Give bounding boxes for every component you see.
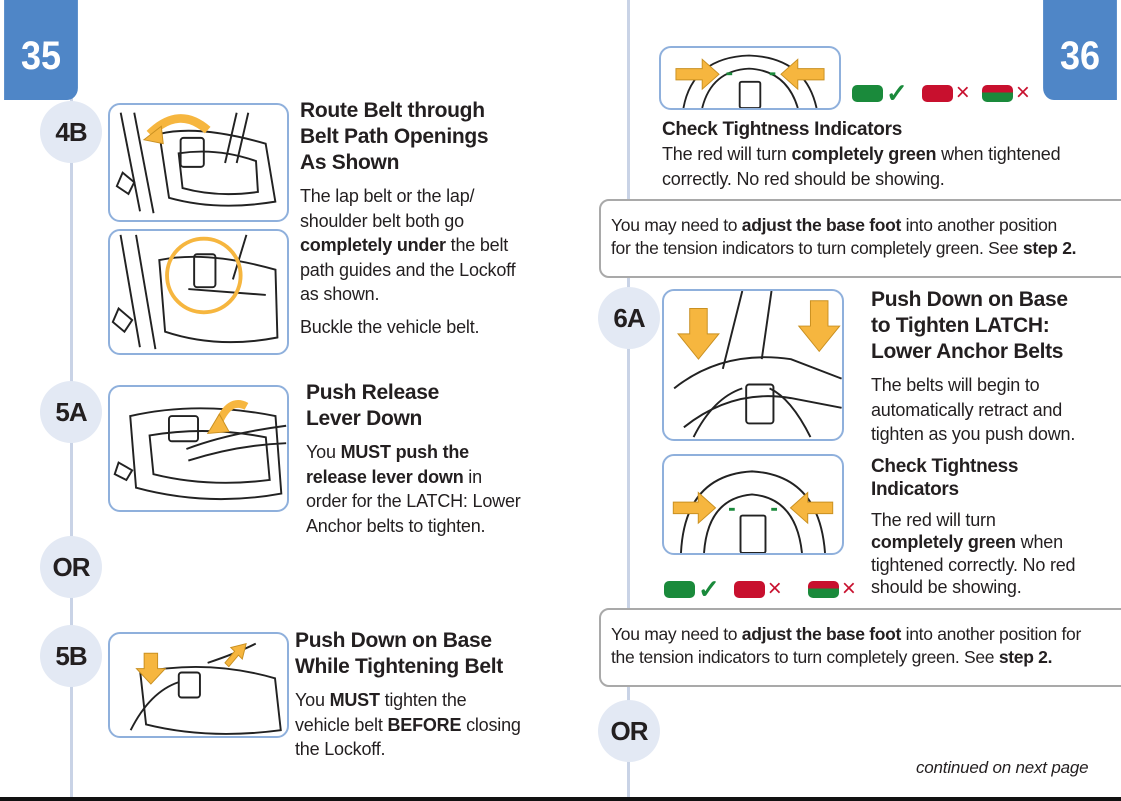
heading-line: Push Down on Base: [295, 629, 492, 652]
step-5a-text: Push Release Lever Down You MUST push th…: [306, 380, 526, 538]
step-badge-5b: 5B: [40, 625, 102, 687]
heading-line: to Tighten LATCH:: [871, 314, 1050, 337]
cross-icon: ×: [1015, 79, 1030, 106]
step-5b-heading: Push Down on Base While Tightening Belt: [295, 628, 525, 680]
right-timeline: [627, 0, 630, 801]
heading-line: While Tightening Belt: [295, 655, 503, 678]
illustration-tightness-indicators-6a: [662, 454, 844, 555]
cross-icon: ×: [841, 575, 856, 602]
step-badge-4b: 4B: [40, 101, 102, 163]
heading-line: Route Belt through: [300, 99, 485, 122]
heading-line: Lever Down: [306, 407, 423, 430]
indicator-legend-top: ✓ × ×: [852, 80, 1030, 106]
step-4b-text: Route Belt through Belt Path Openings As…: [300, 98, 525, 339]
note-text: You may need to adjust the base foot int…: [611, 624, 1082, 667]
indicator-legend-6a: ✓ × ×: [664, 576, 856, 602]
step-4b-heading: Route Belt through Belt Path Openings As…: [300, 98, 525, 176]
check-icon: ✓: [886, 78, 908, 108]
cross-icon: ×: [767, 575, 782, 602]
cross-icon: ×: [955, 79, 970, 106]
step-badge-6a: 6A: [598, 287, 660, 349]
step-6a-text: Push Down on Base to Tighten LATCH: Lowe…: [871, 287, 1101, 599]
step-6a-check-heading: Check Tightness Indicators: [871, 455, 1101, 501]
illustration-route-belt-bottom: [108, 229, 289, 355]
check-icon: ✓: [698, 574, 720, 604]
heading-line: As Shown: [300, 151, 400, 174]
step-5a-paragraph-1: You MUST push the release lever down in …: [306, 442, 521, 536]
page-number-right: 36: [1043, 0, 1117, 100]
illustration-push-down-base: [108, 632, 289, 738]
step-5a-heading: Push Release Lever Down: [306, 380, 526, 432]
base-foot-note-bottom: You may need to adjust the base foot int…: [599, 608, 1121, 687]
indicator-green-swatch: [852, 84, 883, 102]
check-indicators-heading: Check Tightness Indicators: [662, 119, 902, 140]
heading-line: Belt Path Openings: [300, 125, 489, 148]
indicator-partial-swatch: [981, 84, 1013, 102]
continued-footer: continued on next page: [916, 758, 1089, 777]
or-badge-left: OR: [40, 536, 102, 598]
indicator-red-swatch: [921, 84, 953, 102]
step-4b-paragraph-2: Buckle the vehicle belt.: [300, 316, 480, 337]
or-badge-right: OR: [598, 700, 660, 762]
step-4b-paragraph-1: The lap belt or the lap/ shoulder belt b…: [300, 186, 516, 304]
base-foot-note-top: You may need to adjust the base foot int…: [599, 199, 1121, 278]
step-6a-heading: Push Down on Base to Tighten LATCH: Lowe…: [871, 287, 1101, 365]
bottom-rule: [0, 797, 1121, 801]
heading-line: Check Tightness: [871, 455, 1019, 477]
illustration-route-belt-top: [108, 103, 289, 222]
heading-line: Push Down on Base: [871, 288, 1068, 311]
heading-line: Indicators: [871, 478, 959, 500]
step-badge-5a: 5A: [40, 381, 102, 443]
note-text: You may need to adjust the base foot int…: [611, 215, 1077, 258]
check-indicators-paragraph: The red will turn completely green when …: [662, 144, 1061, 189]
illustration-push-down-latch: [662, 289, 844, 441]
heading-line: Push Release: [306, 381, 439, 404]
check-indicators-text: Check Tightness Indicators The red will …: [662, 118, 1092, 191]
step-6a-paragraph-1: The belts will begin to automatically re…: [871, 375, 1076, 444]
step-5b-paragraph-1: You MUST tighten the vehicle belt BEFORE…: [295, 690, 521, 759]
illustration-tightness-indicators-top: [659, 46, 841, 110]
step-5b-text: Push Down on Base While Tightening Belt …: [295, 628, 525, 762]
step-6a-paragraph-2: The red will turn completely green when …: [871, 509, 1076, 598]
indicator-red-swatch: [733, 580, 765, 598]
illustration-release-lever: [108, 385, 289, 512]
heading-line: Lower Anchor Belts: [871, 340, 1064, 363]
indicator-partial-swatch: [807, 580, 839, 598]
page-number-left: 35: [4, 0, 78, 100]
indicator-green-swatch: [664, 580, 695, 598]
